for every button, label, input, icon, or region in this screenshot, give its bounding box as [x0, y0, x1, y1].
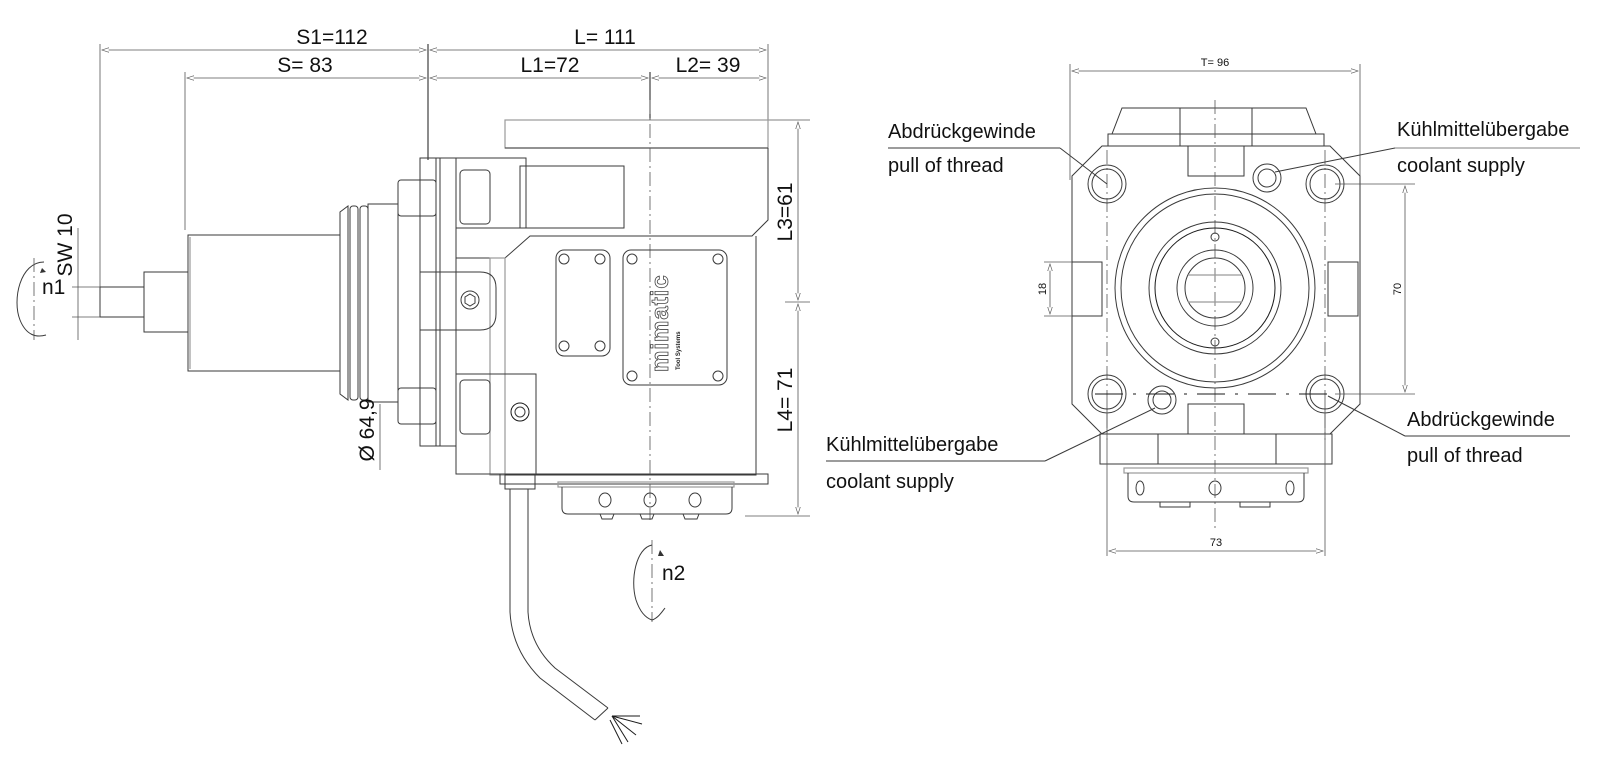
dimension-label-l: L= 111 [574, 26, 636, 49]
dimension-label-s1: S1=112 [296, 26, 367, 49]
dimension-label-t: T= 96 [1201, 57, 1229, 69]
bolt-bottom [397, 387, 437, 425]
brand-logo: mimatic [647, 274, 674, 372]
dimension-label-l4: L4= 71 [774, 368, 797, 433]
rotation-n2: n2 [633, 540, 685, 622]
rotation-n1: n1 [16, 258, 65, 340]
cover-plate-small [555, 249, 611, 357]
dimension-l3: L3=61 [768, 119, 810, 300]
dimension-width-bottom: 73 [1106, 404, 1326, 556]
front-view: T= 96 [826, 57, 1580, 556]
callout-bottom-left: Kühlmittelübergabe coolant supply [826, 407, 1156, 493]
dimension-label-s: S= 83 [277, 54, 332, 77]
callout-bottom-right-en: pull of thread [1407, 445, 1523, 467]
callout-bottom-left-de: Kühlmittelübergabe [826, 434, 998, 456]
callout-top-left-en: pull of thread [888, 155, 1004, 177]
thread-hole-top-left [1087, 164, 1127, 204]
dimension-slot: 18 [1037, 261, 1072, 317]
callout-top-left: Abdrückgewinde pull of thread [888, 121, 1108, 185]
dimension-label-l3: L3=61 [774, 183, 797, 242]
side-view: S1=112 S= 83 L= 111 L1=72 L2= 39 L3=61 [16, 26, 810, 745]
input-shaft [99, 234, 341, 372]
brand-subtitle: Tool Systems [676, 331, 682, 370]
callout-bottom-right-de: Abdrückgewinde [1407, 409, 1555, 431]
dimension-s: S= 83 [184, 54, 426, 230]
dimension-l2: L2= 39 [652, 54, 766, 78]
center-flange [1114, 187, 1316, 389]
callout-bottom-left-en: coolant supply [826, 471, 954, 493]
callout-bottom-right: Abdrückgewinde pull of thread [1327, 395, 1570, 467]
brand-plate: mimatic Tool Systems [622, 249, 728, 386]
dimension-l4: L4= 71 [745, 304, 810, 517]
rotation-label-n2: n2 [662, 562, 685, 585]
bolt-top [397, 179, 437, 217]
callout-top-right: Kühlmittelübergabe coolant supply [1274, 119, 1580, 177]
coolant-port-top [1252, 163, 1282, 193]
coolant-port-bottom [1147, 385, 1177, 415]
rotation-label-n1: n1 [42, 276, 65, 299]
dimension-hole-spacing: 70 [1335, 183, 1415, 395]
dimension-label-l2: L2= 39 [676, 54, 741, 77]
dimension-diameter: Ø 64,9 [356, 398, 381, 470]
dimension-label-sw: SW 10 [54, 213, 77, 276]
cable [504, 474, 643, 745]
dimension-l1: L1=72 [430, 54, 651, 120]
callout-top-left-de: Abdrückgewinde [888, 121, 1036, 143]
output-head [557, 481, 735, 520]
housing [419, 100, 769, 520]
dimension-l: L= 111 [430, 26, 769, 120]
dimension-label-hole-spacing: 70 [1392, 283, 1404, 295]
dimension-sw: SW 10 [54, 213, 100, 340]
dimension-label-l1: L1=72 [521, 54, 580, 77]
dimension-label-slot: 18 [1037, 283, 1049, 295]
dimension-label-diameter: Ø 64,9 [356, 398, 379, 461]
flange [339, 203, 399, 403]
dimension-label-width-bottom: 73 [1210, 537, 1222, 549]
dimension-t: T= 96 [1069, 57, 1361, 180]
callout-top-right-de: Kühlmittelübergabe [1397, 119, 1569, 141]
callout-top-right-en: coolant supply [1397, 155, 1525, 177]
dimension-s1: S1=112 [99, 26, 426, 290]
